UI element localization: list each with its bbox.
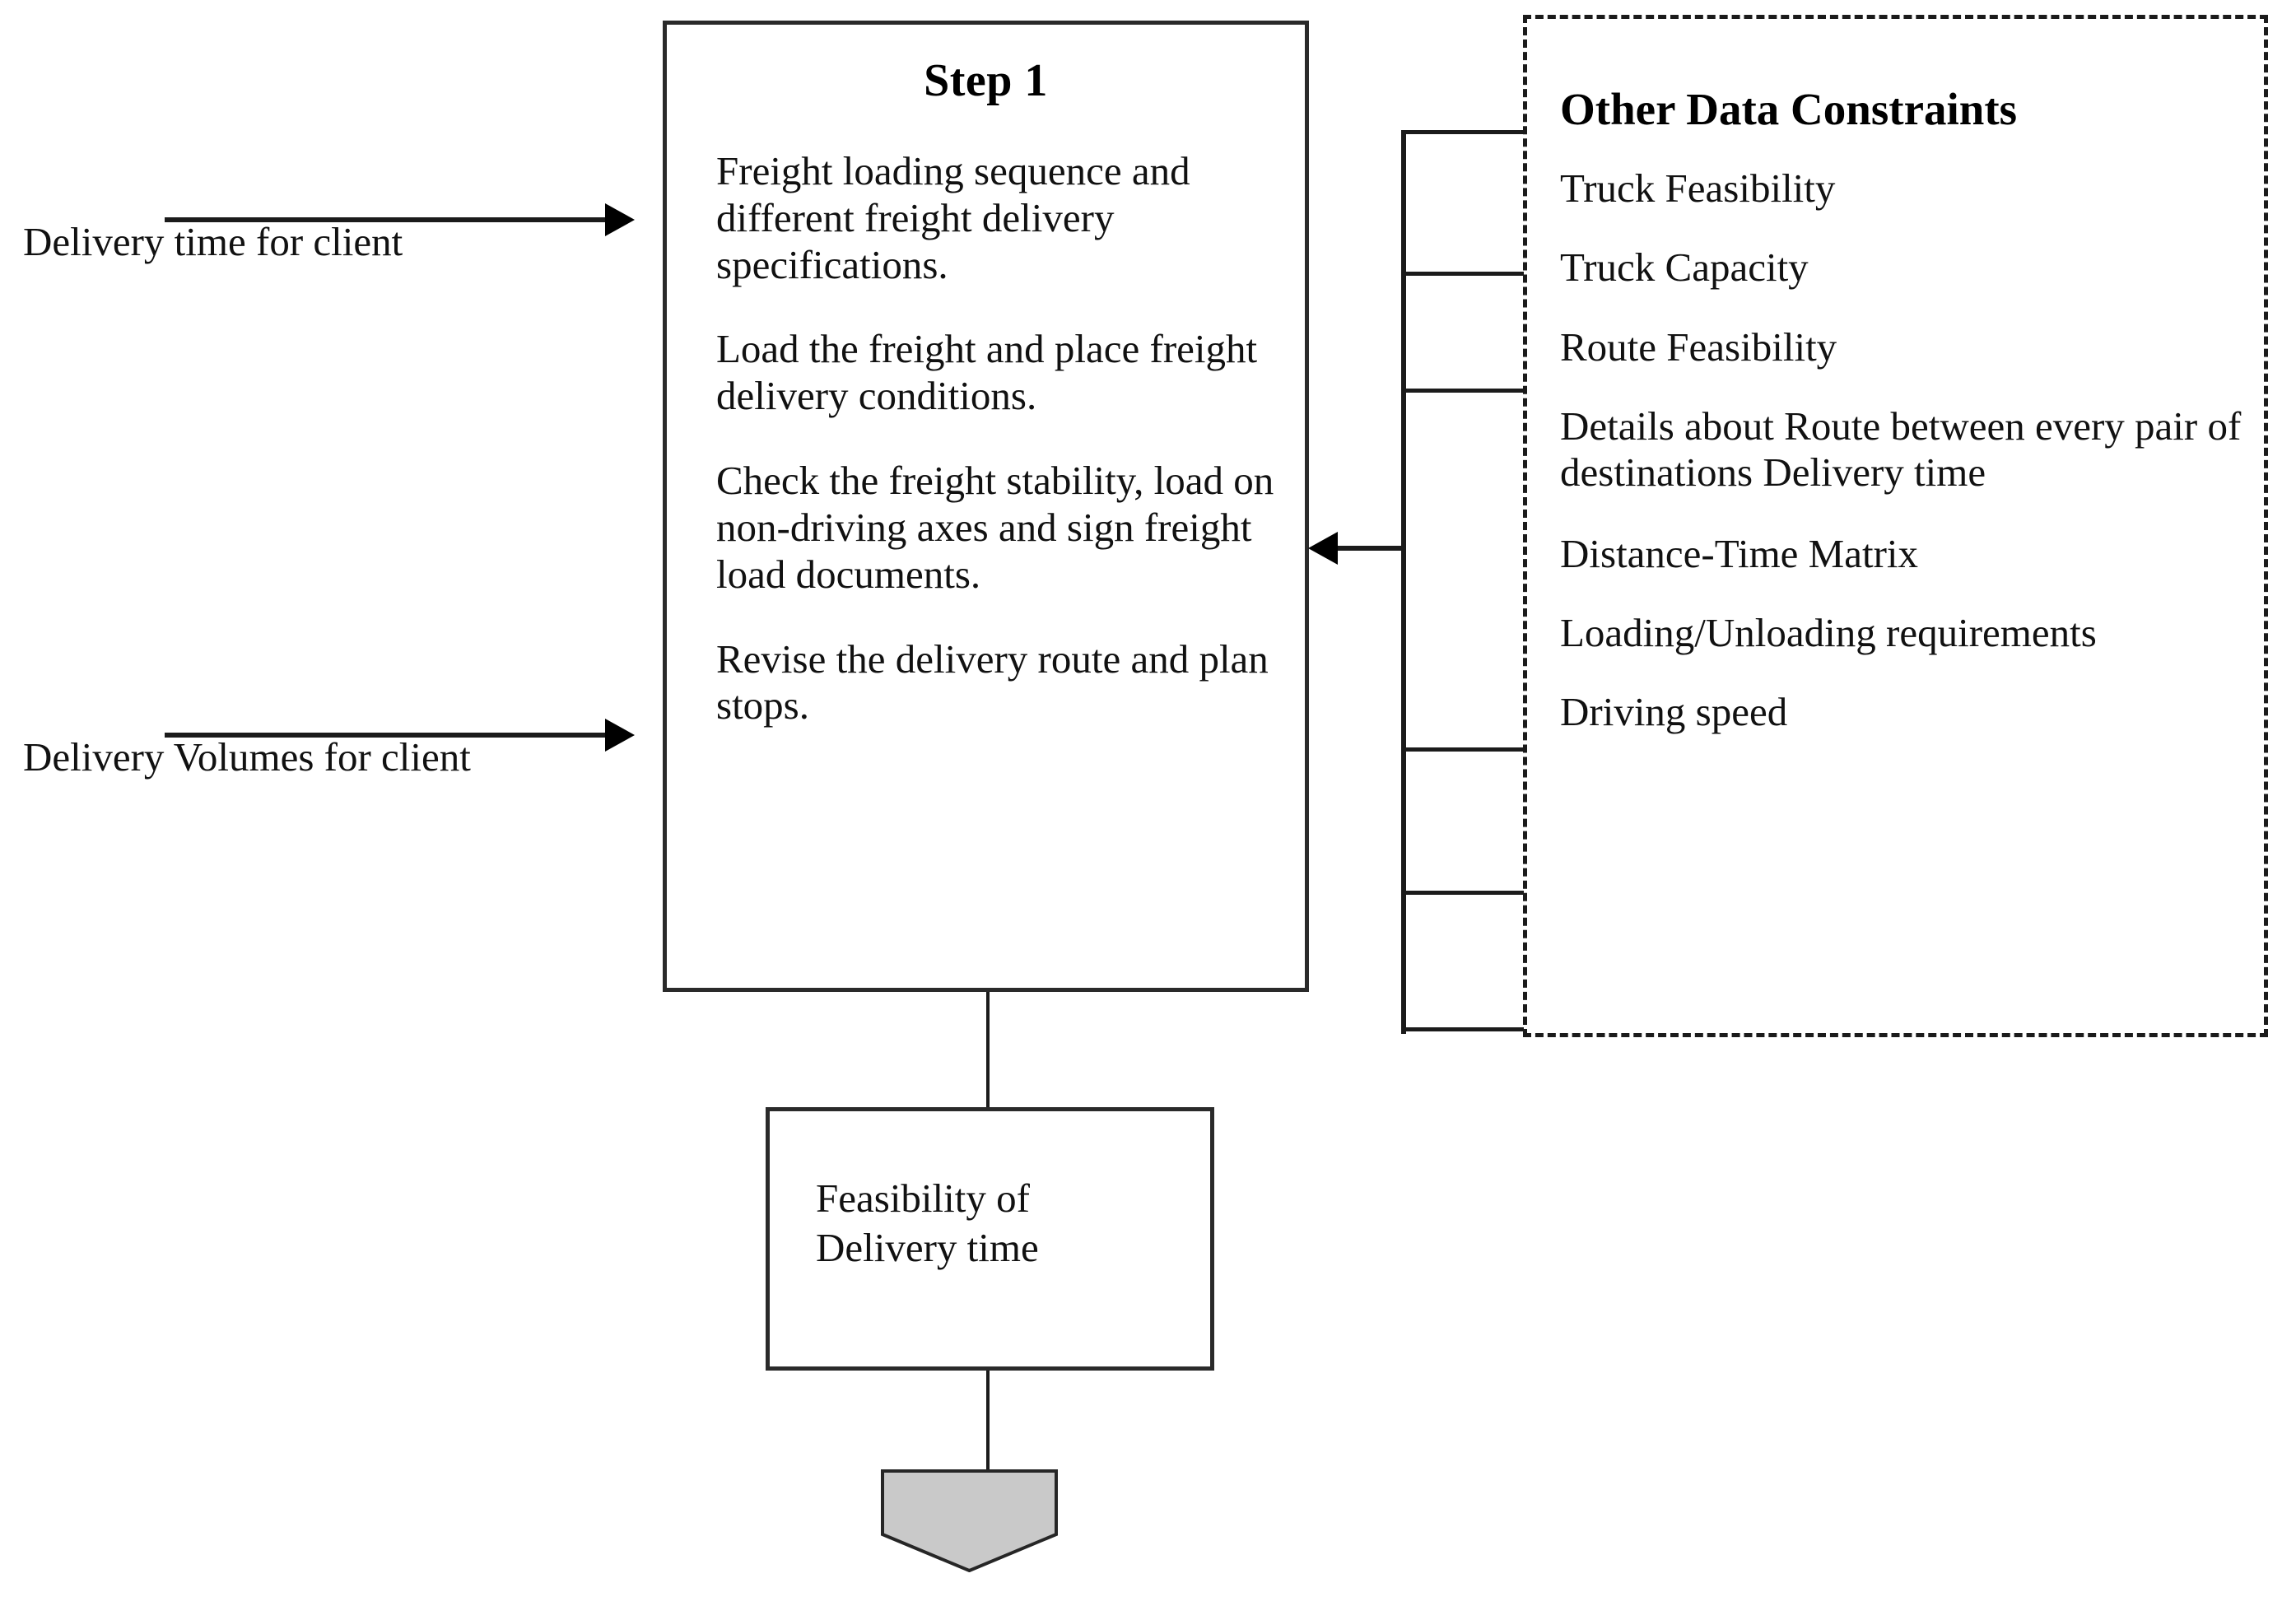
constraints-title: Other Data Constraints [1560, 84, 2018, 134]
feasibility-label: Feasibility of Delivery time [816, 1175, 1039, 1270]
constraints-bracket-tick-1 [1404, 130, 1524, 134]
constraint-item-driving-speed: Driving speed [1560, 689, 1788, 735]
constraints-bracket-tick-4 [1404, 747, 1524, 752]
process-end-pentagon[interactable] [881, 1469, 1058, 1572]
input-label-delivery-volumes: Delivery Volumes for client [23, 734, 471, 780]
step1-paragraph-4: Revise the delivery route and plan stops… [716, 635, 1269, 729]
connector-feasibility-to-terminator [986, 1371, 990, 1476]
constraints-bracket-tick-5 [1404, 891, 1524, 895]
constraints-bracket-tick-3 [1404, 389, 1524, 393]
constraint-item-route-feasibility: Route Feasibility [1560, 324, 1837, 370]
feasibility-box[interactable]: Feasibility of Delivery time [766, 1107, 1214, 1371]
constraints-bracket-tick-2 [1404, 272, 1524, 276]
constraints-list: Truck Feasibility Truck Capacity Route F… [1560, 165, 2276, 769]
arrow-line-constraints-to-step1 [1338, 546, 1404, 551]
step1-paragraph-1: Freight loading sequence and different f… [716, 148, 1190, 287]
step1-body: Freight loading sequence and different f… [716, 148, 1284, 767]
constraints-bracket-spine [1401, 130, 1406, 1034]
constraint-item-truck-capacity: Truck Capacity [1560, 244, 1809, 291]
constraint-item-truck-feasibility: Truck Feasibility [1560, 165, 1836, 211]
constraint-item-loading-unloading: Loading/Unloading requirements [1560, 610, 2097, 656]
arrow-left-icon [1308, 532, 1338, 565]
step1-process-box[interactable]: Step 1 Freight loading sequence and diff… [663, 21, 1309, 992]
constraints-bracket-tick-6 [1404, 1027, 1524, 1031]
step1-paragraph-2: Load the freight and place freight deliv… [716, 326, 1258, 419]
connector-step1-to-feasibility [986, 992, 990, 1109]
arrow-right-icon [605, 203, 635, 236]
step1-paragraph-3: Check the freight stability, load on non… [716, 458, 1274, 597]
constraint-item-distance-time-matrix: Distance-Time Matrix [1560, 530, 1919, 576]
other-data-constraints-box[interactable]: Other Data Constraints Truck Feasibility… [1523, 15, 2268, 1037]
constraint-item-route-details: Details about Route between every pair o… [1560, 403, 2242, 496]
step1-title: Step 1 [924, 55, 1048, 106]
arrow-right-icon [605, 719, 635, 752]
input-label-delivery-time: Delivery time for client [23, 219, 403, 264]
